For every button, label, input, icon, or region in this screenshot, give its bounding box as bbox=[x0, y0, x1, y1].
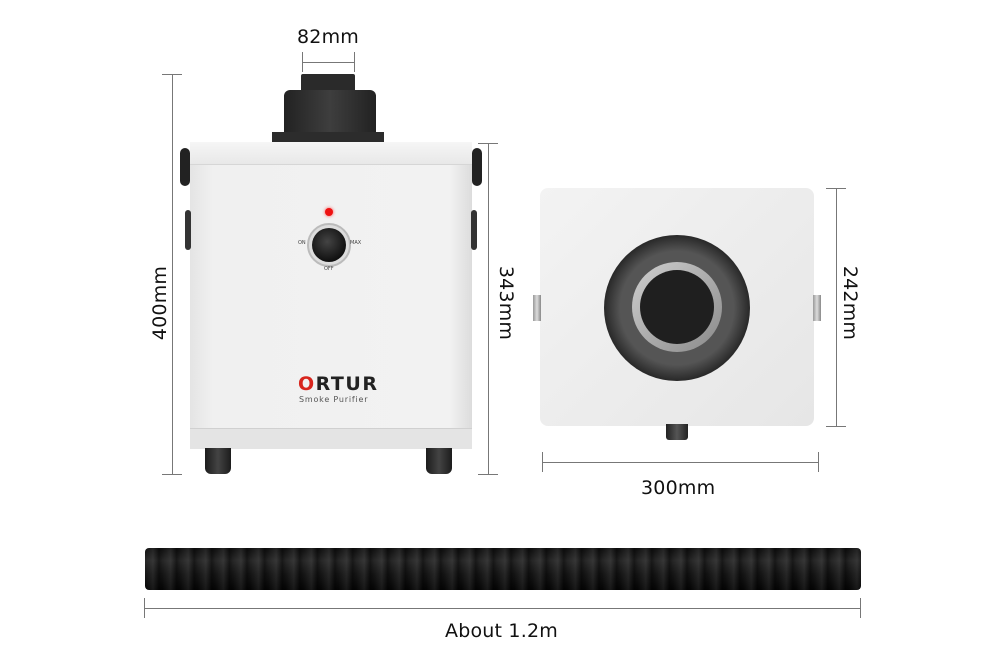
width-tick-left bbox=[542, 452, 543, 472]
side-tab-left bbox=[533, 295, 541, 321]
exhaust-nozzle-tip bbox=[301, 74, 355, 92]
width-tick-right bbox=[818, 452, 819, 472]
foot-left bbox=[205, 448, 231, 474]
depth-dimension-line bbox=[836, 188, 837, 426]
total-height-dimension-line bbox=[172, 74, 173, 474]
hose-length-tick-left bbox=[144, 598, 145, 618]
speed-control-knob[interactable] bbox=[312, 228, 346, 262]
purifier-body bbox=[190, 142, 472, 448]
total-height-label: 400mm bbox=[149, 265, 171, 341]
latch-clip-left bbox=[180, 148, 190, 186]
knob-label-max: MAX bbox=[350, 240, 362, 246]
hose-length-tick-right bbox=[860, 598, 861, 618]
intake-opening bbox=[640, 270, 714, 344]
body-height-tick-bottom bbox=[478, 474, 498, 475]
knob-label-off: OFF bbox=[324, 266, 334, 272]
hose-length-label: About 1.2m bbox=[445, 620, 558, 642]
exhaust-nozzle-base bbox=[272, 132, 384, 142]
total-height-tick-top bbox=[162, 74, 182, 75]
outlet-dimension-line bbox=[302, 62, 354, 63]
foot-right bbox=[426, 448, 452, 474]
outlet-dimension-tick-right bbox=[354, 52, 355, 72]
outlet-diameter-label: 82mm bbox=[297, 26, 359, 48]
brand-logo-rest: RTUR bbox=[315, 373, 379, 395]
power-indicator-led bbox=[325, 208, 333, 216]
total-height-tick-bottom bbox=[162, 474, 182, 475]
brand-subtitle: Smoke Purifier bbox=[299, 395, 369, 404]
flexible-hose bbox=[145, 548, 861, 590]
side-handle-right bbox=[471, 210, 477, 250]
depth-tick-bottom bbox=[826, 426, 846, 427]
brand-logo-o: O bbox=[298, 373, 316, 395]
width-dimension-line bbox=[542, 462, 818, 463]
outlet-dimension-tick-left bbox=[302, 52, 303, 72]
depth-tick-top bbox=[826, 188, 846, 189]
latch-clip-right bbox=[472, 148, 482, 186]
body-height-dimension-line bbox=[488, 143, 489, 474]
brand-logo: ORTUR bbox=[298, 373, 378, 395]
body-height-tick-top bbox=[478, 143, 498, 144]
hose-length-dimension-line bbox=[144, 608, 860, 609]
side-tab-right bbox=[813, 295, 821, 321]
purifier-base-band bbox=[190, 428, 472, 449]
purifier-lid bbox=[190, 142, 472, 165]
knob-label-on: ON bbox=[298, 240, 306, 246]
depth-label: 242mm bbox=[839, 265, 861, 341]
body-height-label: 343mm bbox=[495, 265, 517, 341]
exhaust-nozzle-body bbox=[284, 90, 376, 134]
side-handle-left bbox=[185, 210, 191, 250]
width-label: 300mm bbox=[641, 477, 716, 499]
bottom-port bbox=[666, 424, 688, 440]
